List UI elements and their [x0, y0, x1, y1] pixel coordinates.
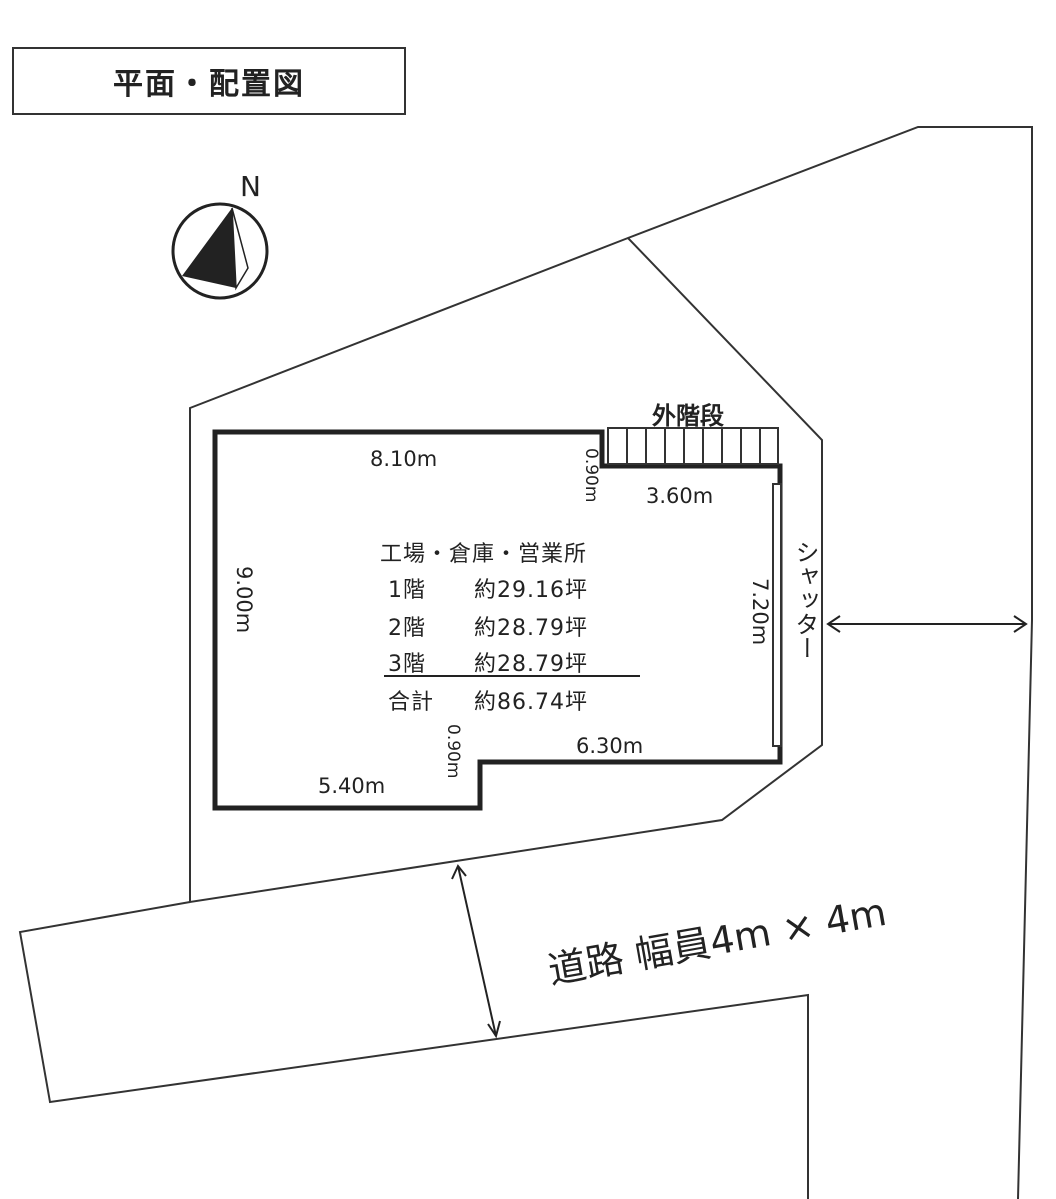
dim-left-height: 9.00m: [232, 566, 256, 634]
road-outline-upper: [627, 126, 1033, 1199]
road-width-arrow-horizontal: [826, 615, 1028, 633]
dim-notch-top: 0.90m: [581, 448, 601, 503]
shutter-label: シャッター: [791, 540, 819, 660]
building-use: 工場・倉庫・営業所: [380, 542, 588, 567]
north-label: N: [240, 170, 261, 203]
stairs-label: 外階段: [652, 402, 724, 430]
floor2-area: 約28.79坪: [474, 616, 588, 641]
floor1-name: 1階: [388, 578, 426, 603]
total-area: 約86.74坪: [474, 690, 588, 715]
dim-notch-bottom: 0.90m: [443, 724, 463, 779]
floor3-area: 約28.79坪: [474, 652, 588, 677]
building-footprint: [212, 429, 783, 811]
road-width-arrow-vertical: [451, 864, 501, 1039]
dim-right-height: 7.20m: [748, 578, 772, 646]
shutter-mark: [772, 483, 782, 747]
north-compass-icon: [171, 202, 269, 300]
total-label: 合計: [388, 690, 435, 715]
outside-stairs: [607, 427, 779, 465]
dim-bottom-left: 5.40m: [318, 774, 386, 798]
floor1-area: 約29.16坪: [474, 578, 588, 603]
dim-bottom-right: 6.30m: [576, 734, 644, 758]
dim-top-width: 8.10m: [370, 447, 438, 471]
lot-boundary: [189, 236, 823, 904]
dim-right-top: 3.60m: [646, 484, 714, 508]
page-title: 平面・配置図: [12, 47, 406, 115]
floor3-name: 3階: [388, 652, 426, 677]
floor2-name: 2階: [388, 616, 426, 641]
road-outline-lower: [18, 901, 809, 1199]
